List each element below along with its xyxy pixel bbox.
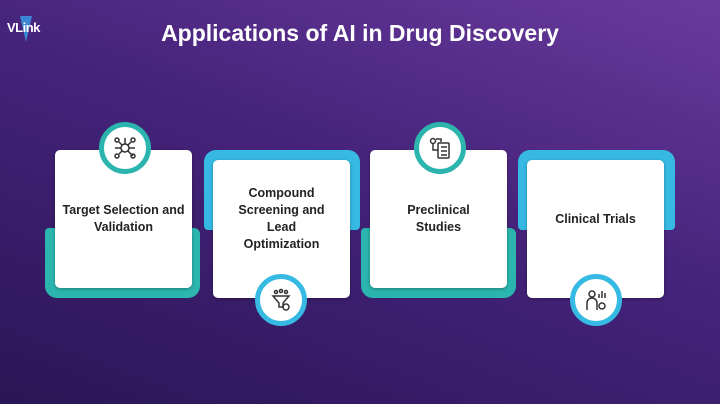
page-title: Applications of AI in Drug Discovery [161, 20, 559, 46]
clipboard-checklist-icon [414, 122, 466, 174]
network-target-icon [99, 122, 151, 174]
vlink-logo: VLink [6, 12, 46, 42]
logo-text: VLink [7, 20, 40, 35]
step-label: Clinical Trials [555, 211, 636, 226]
person-chart-icon [570, 274, 622, 326]
step-label: Target Selection and Validation [62, 203, 185, 234]
funnel-gear-icon [255, 274, 307, 326]
step-label: Compound Screening and Lead Optimization [238, 186, 325, 251]
step-label: Preclinical Studies [407, 203, 470, 234]
